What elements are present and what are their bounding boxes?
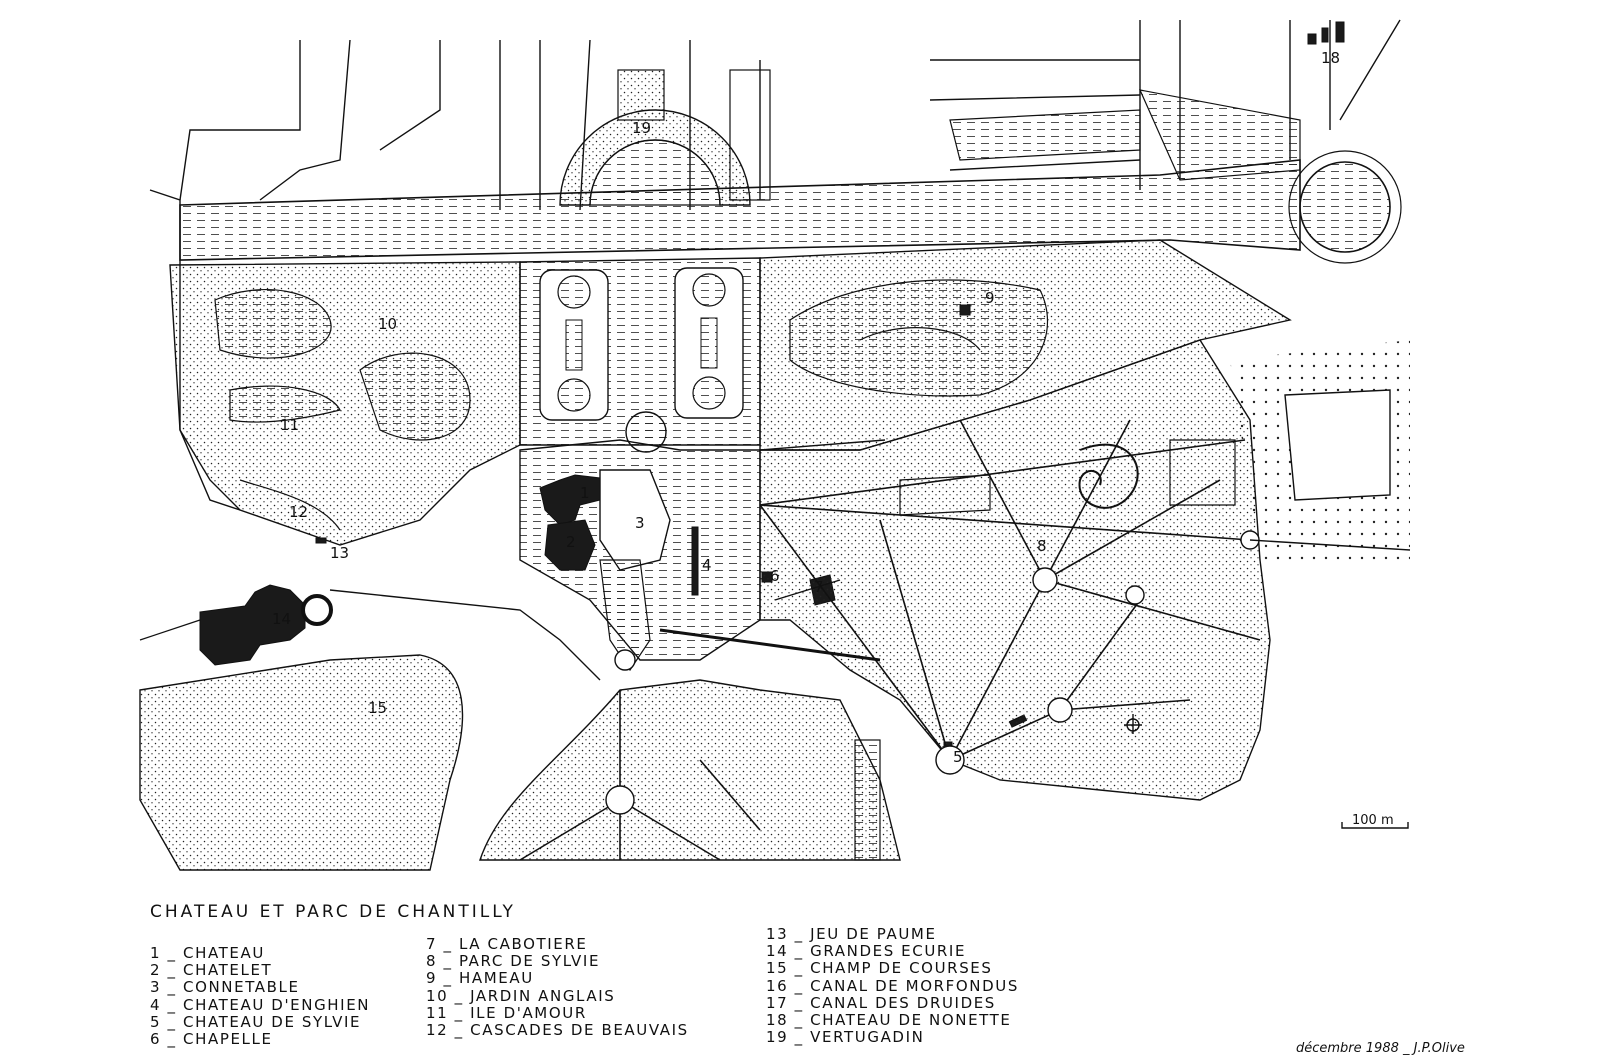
label-6: 6: [770, 567, 780, 585]
legend-item: 17 _ CANAL DES DRUIDES: [766, 993, 996, 1012]
square-garden: [1230, 340, 1411, 560]
label-12: 12: [289, 503, 308, 521]
legend-item: 5 _ CHATEAU DE SYLVIE: [150, 1012, 362, 1031]
legend-item: 18 _ CHATEAU DE NONETTE: [766, 1011, 1012, 1030]
label-11: 11: [280, 416, 299, 434]
label-4: 4: [702, 556, 712, 574]
legend-item: 11 _ ILE D'AMOUR: [426, 1003, 587, 1022]
label-7: 7: [814, 578, 824, 596]
vertugadin-garden: [559, 69, 771, 206]
legend-item: 7 _ LA CABOTIERE: [426, 935, 588, 953]
label-3: 3: [635, 514, 645, 532]
race-course: [139, 589, 601, 871]
legend-column-1: 1 _ CHATEAU 2 _ CHATELET 3 _ CONNETABLE …: [150, 944, 371, 1049]
grand-canal: [179, 89, 1402, 264]
label-18: 18: [1321, 49, 1340, 67]
north-arrow-icon: [1124, 714, 1142, 734]
scale-bar-label: 100 m: [1352, 813, 1394, 828]
legend-item: 3 _ CONNETABLE: [150, 978, 300, 997]
legend-item: 9 _ HAMEAU: [426, 969, 534, 988]
legend-item: 14 _ GRANDES ECURIE: [766, 942, 967, 961]
parc-de-sylvie: [759, 339, 1271, 801]
map-labels: 1 2 3 4 5 6 7 8 9 10 11 12 13 14 15 18 1…: [272, 49, 1340, 766]
label-19: 19: [632, 119, 651, 137]
label-10: 10: [378, 315, 397, 333]
legend-item: 8 _ PARC DE SYLVIE: [426, 952, 601, 971]
scale-bar: 100 m: [1341, 813, 1409, 829]
parterres: [519, 257, 761, 453]
map-title: CHATEAU ET PARC DE CHANTILLY: [150, 902, 516, 922]
legend-item: 15 _ CHAMP DE COURSES: [766, 959, 993, 978]
legend-item: 12 _ CASCADES DE BEAUVAIS: [426, 1021, 689, 1040]
legend-item: 4 _ CHATEAU D'ENGHIEN: [150, 995, 371, 1014]
legend-item: 13 _ JEU DE PAUME: [766, 925, 937, 943]
legend-item: 6 _ CHAPELLE: [150, 1030, 273, 1049]
label-1: 1: [580, 484, 590, 502]
canals: [659, 439, 886, 662]
legend-column-2: 7 _ LA CABOTIERE 8 _ PARC DE SYLVIE 9 _ …: [426, 935, 689, 1040]
jardin-anglais: [169, 261, 521, 546]
legend-item: 10 _ JARDIN ANGLAIS: [426, 986, 616, 1005]
park-map: 100 m 1 2 3 4 5 6 7 8 9 10 11 12 13 14 1…: [139, 19, 1411, 871]
label-5: 5: [953, 748, 963, 766]
legend-item: 2 _ CHATELET: [150, 961, 273, 980]
lower-woods: [479, 649, 901, 861]
legend-item: 16 _ CANAL DE MORFONDUS: [766, 976, 1019, 995]
label-15: 15: [368, 699, 387, 717]
label-14: 14: [272, 610, 291, 628]
legend-item: 1 _ CHATEAU: [150, 944, 265, 962]
label-9: 9: [985, 289, 995, 307]
buildings: [199, 21, 1345, 757]
author-credit: décembre 1988 _ J.P.Olive: [1296, 1041, 1465, 1056]
label-8: 8: [1037, 537, 1047, 555]
label-2: 2: [566, 533, 576, 551]
legend-column-3: 13 _ JEU DE PAUME 14 _ GRANDES ECURIE 15…: [766, 925, 1019, 1047]
label-13: 13: [330, 544, 349, 562]
legend-item: 19 _ VERTUGADIN: [766, 1028, 925, 1047]
